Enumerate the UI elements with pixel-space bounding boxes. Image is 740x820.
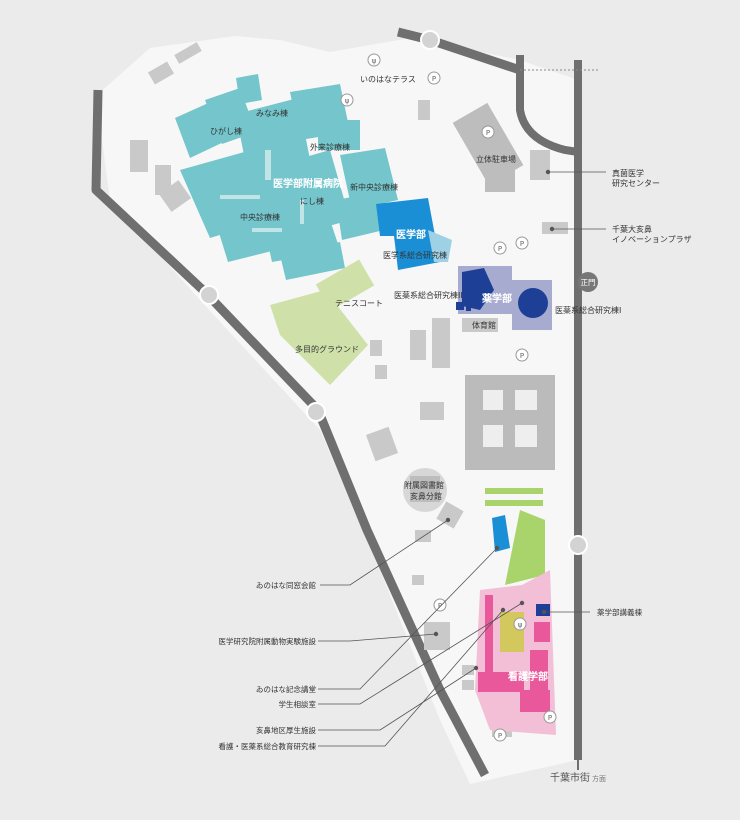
callout-alumni: ゐのはな同窓会館 [256, 580, 316, 590]
svg-text:ψ: ψ [345, 97, 350, 105]
hospital-internal-lines [220, 150, 304, 232]
callout-lines-left [318, 517, 525, 747]
label-pharmacy: 薬学部 [481, 292, 512, 305]
library-building [403, 468, 447, 512]
parking-icons: P P P P P P P P [427, 71, 557, 742]
label-inohana-terrace: いのはなテラス [360, 75, 416, 84]
svg-text:P: P [432, 75, 436, 83]
green-field-library [485, 488, 545, 585]
label-higashi: ひがし棟 [210, 126, 242, 136]
label-library: 附属図書館 [404, 480, 444, 490]
restaurant-icons: ψ ψ ψ [340, 53, 527, 631]
label-city: 千葉市街 [550, 771, 590, 784]
parking-icon: P [543, 710, 557, 724]
road-northeast [516, 55, 579, 156]
road-junctions [199, 30, 588, 555]
label-gym: 体育館 [472, 320, 496, 330]
parking-icon: P [433, 598, 447, 612]
label-ground: 多目的グラウンド [295, 344, 359, 354]
callout-lines-right [541, 169, 606, 615]
label-nursing: 看護学部 [508, 670, 548, 683]
parking-icon: P [427, 71, 441, 85]
label-tennis: テニスコート [335, 299, 383, 308]
svg-text:P: P [520, 240, 524, 248]
fork-knife-icon: ψ [340, 93, 354, 107]
svg-text:P: P [548, 714, 552, 722]
label-hospital: 医学部附属病院 [273, 177, 343, 190]
fork-knife-icon: ψ [513, 617, 527, 631]
label-shinkin2: 研究センター [612, 178, 660, 188]
svg-text:P: P [520, 352, 524, 360]
fork-knife-icon: ψ [367, 53, 381, 67]
label-med-research: 医学系総合研究棟 [383, 250, 447, 260]
medicine-annex [428, 230, 452, 262]
callout-memorial: ゐのはな記念講堂 [256, 684, 316, 694]
parking-icon: P [493, 728, 507, 742]
parking-icon: P [515, 236, 529, 250]
nursing-buildings [478, 595, 550, 712]
svg-text:P: P [498, 245, 502, 253]
medicine-building [376, 198, 440, 270]
pharmacy-lecture-hall [536, 604, 550, 616]
pharmacy-area [456, 266, 552, 330]
parking-icon: P [493, 241, 507, 255]
callout-animal: 医学研究院附属動物実験施設 [219, 636, 317, 646]
svg-text:P: P [438, 602, 442, 610]
svg-text:ψ: ψ [518, 621, 523, 629]
label-pharm-ii: 医薬系総合研究棟II [394, 290, 463, 300]
multi-ground [270, 290, 368, 385]
label-chuo: 中央診療棟 [240, 212, 280, 222]
parking-icon: P [481, 125, 495, 139]
label-shinchuo: 新中央診療棟 [350, 182, 398, 192]
hospital-complex [175, 74, 398, 280]
label-library2: 亥鼻分館 [410, 491, 442, 501]
svg-text:P: P [498, 732, 502, 740]
svg-text:正門: 正門 [581, 278, 596, 287]
label-gairai: 外来診療棟 [310, 142, 350, 152]
callout-counsel: 学生相談室 [279, 699, 317, 709]
svg-text:ψ: ψ [372, 57, 377, 65]
callout-welfare: 亥鼻地区厚生施設 [256, 725, 316, 735]
label-parking: 立体駐車場 [476, 154, 516, 164]
callout-pharm-lecture: 薬学部講義棟 [597, 607, 642, 617]
label-medicine: 医学部 [396, 228, 426, 241]
parking-icon: P [515, 348, 529, 362]
label-city-direction: 方面 [592, 774, 606, 783]
label-minami: みなみ棟 [256, 108, 288, 118]
label-innovation2: イノベーションプラザ [612, 235, 692, 244]
callout-nursing-research: 看護・医薬系総合教育研究棟 [219, 741, 317, 751]
label-shinkin: 真菌医学 [612, 168, 644, 178]
label-nishi: にし棟 [300, 196, 324, 206]
svg-text:P: P [486, 129, 490, 137]
label-innovation: 千葉大亥鼻 [612, 224, 652, 234]
gray-buildings [130, 42, 568, 737]
central-gray-complex [465, 375, 555, 470]
label-pharm-i: 医薬系総合研究棟I [555, 305, 621, 315]
main-gate: 正門 [578, 272, 598, 292]
blue-building-south [492, 515, 510, 552]
